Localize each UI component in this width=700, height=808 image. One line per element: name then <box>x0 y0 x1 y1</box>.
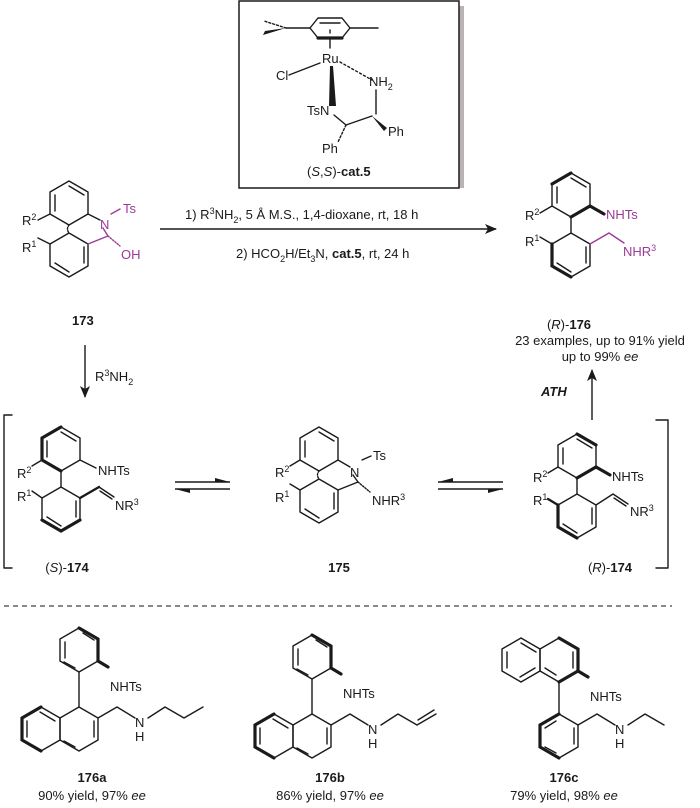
c175-ts-label: Ts <box>373 448 387 463</box>
compound-R-176: NHTs NHR3 R2 R1 (R)-176 23 examples, up … <box>515 171 685 364</box>
c176-nhts-label: NHTs <box>606 207 638 222</box>
c175-n-label: N <box>350 465 359 480</box>
chloride-label: Cl <box>276 68 288 83</box>
catalyst-name: (S,S)-cat.5 <box>307 164 371 179</box>
ex176b-n-label: N <box>368 722 377 737</box>
ex176c-nhts-label: NHTs <box>590 689 622 704</box>
c175-r2-label: R2 <box>275 464 289 480</box>
c176-summary-ee: up to 99% ee <box>562 349 639 364</box>
ex176b-yield: 86% yield, 97% ee <box>276 788 384 803</box>
compound-175: N Ts NHR3 R2 R1 175 <box>275 426 405 575</box>
ex176a-label: 176a <box>78 770 108 785</box>
ex176a-yield: 90% yield, 97% ee <box>38 788 146 803</box>
equilibrium-arrows-left <box>175 478 230 493</box>
example-176b: NHTs N H 176b 86% yield, 97% ee <box>253 633 437 803</box>
c173-label: 173 <box>72 313 94 328</box>
c176-r2-label: R2 <box>525 207 539 223</box>
s174-r2-label: R2 <box>17 465 31 481</box>
example-176c: NHTs N H 176c 79% yield, 98% ee <box>501 636 665 803</box>
nh2-label: NH2 <box>369 74 393 92</box>
s174-nhts-label: NHTs <box>98 463 130 478</box>
c175-r1-label: R1 <box>275 489 289 505</box>
ex176c-yield: 79% yield, 98% ee <box>510 788 618 803</box>
tsn-label: TsN <box>307 103 329 118</box>
c173-ts-label: Ts <box>123 201 137 216</box>
ex176a-nhts-label: NHTs <box>110 679 142 694</box>
s174-r1-label: R1 <box>17 488 31 504</box>
example-176a: NHTs N H 176a 90% yield, 97% ee <box>20 626 204 803</box>
ruthenium-label: Ru <box>322 51 339 66</box>
c173-oh-label: OH <box>121 247 141 262</box>
phenyl-label-2: Ph <box>322 141 338 156</box>
c173-r1-label: R1 <box>22 239 36 255</box>
ru-n-wedge <box>329 66 336 106</box>
r174-label: (R)-174 <box>588 560 633 575</box>
catalyst-box: Ru Cl NH2 TsN Ph Ph (S,S)-cat.5 <box>238 0 464 189</box>
ex176c-label: 176c <box>550 770 579 785</box>
phenyl-label-1: Ph <box>388 124 404 139</box>
ex176b-nhts-label: NHTs <box>343 686 375 701</box>
ex176b-h-label: H <box>368 736 377 751</box>
c175-label: 175 <box>328 560 350 575</box>
compound-R-174: NHTs NR3 R2 R1 (R)-174 <box>533 432 654 575</box>
r174-nr-label: NR3 <box>630 503 654 519</box>
right-bracket <box>655 419 669 569</box>
s174-label: (S)-174 <box>45 560 89 575</box>
r174-r2-label: R2 <box>533 469 547 485</box>
c173-r2-label: R2 <box>22 212 36 228</box>
c176-r1-label: R1 <box>525 233 539 249</box>
compound-S-174: NHTs NR3 R2 R1 (S)-174 <box>17 425 139 575</box>
c173-n-label: N <box>100 217 109 232</box>
ex176b-label: 176b <box>315 770 345 785</box>
catalyst-box-frame <box>238 0 460 189</box>
c176-label: (R)-176 <box>547 317 591 332</box>
equilibrium-arrows-right <box>438 478 503 493</box>
down-arrow-reagent: R3NH2 <box>95 368 133 387</box>
compound-173: N Ts OH R2 R1 173 <box>22 180 141 328</box>
c175-nhr-label: NHR3 <box>372 492 405 508</box>
r174-nhts-label: NHTs <box>612 469 644 484</box>
condition-step-1: 1) R3NH2, 5 Å M.S., 1,4-dioxane, rt, 18 … <box>185 206 418 225</box>
cymene-ring <box>263 17 379 49</box>
ex176a-h-label: H <box>135 729 144 744</box>
c176-nhr-label: NHR3 <box>623 243 656 259</box>
r174-r1-label: R1 <box>533 492 547 508</box>
ex176c-n-label: N <box>615 722 624 737</box>
condition-step-2: 2) HCO2H/Et3N, cat.5, rt, 24 h <box>236 246 409 264</box>
ath-label: ATH <box>540 384 567 399</box>
ex176a-n-label: N <box>135 715 144 730</box>
s174-nr-label: NR3 <box>115 497 139 513</box>
c176-summary-examples: 23 examples, up to 91% yield <box>515 333 685 348</box>
ex176c-h-label: H <box>615 736 624 751</box>
left-bracket <box>3 414 13 569</box>
